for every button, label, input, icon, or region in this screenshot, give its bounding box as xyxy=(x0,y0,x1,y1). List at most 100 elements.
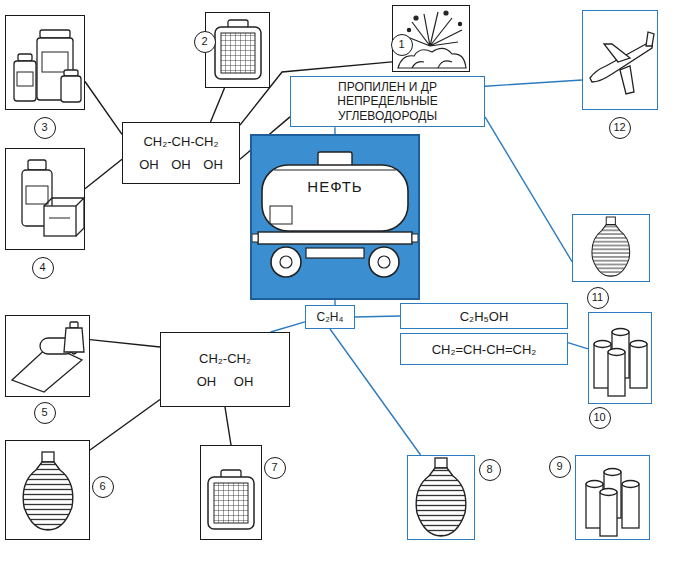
airplane-picture xyxy=(620,66,634,94)
bottles-picture xyxy=(14,61,36,101)
picture-box: 8 xyxy=(407,455,475,540)
medicine-picture xyxy=(44,198,84,236)
medicine-picture xyxy=(49,218,70,219)
connector-line xyxy=(568,343,588,349)
bottles-picture xyxy=(42,52,68,72)
callout-number: 11 xyxy=(587,287,609,309)
connector-line xyxy=(355,316,400,317)
medicine-picture xyxy=(44,206,76,236)
tank-car-picture xyxy=(412,234,418,242)
explosion-picture xyxy=(444,11,448,15)
picture-box: 1 xyxy=(392,5,470,72)
connector-line xyxy=(211,88,225,122)
formula-box: CH₂-CH₂ OH OH xyxy=(160,332,290,407)
callout-number: 2 xyxy=(194,31,216,53)
picture-box: 9 xyxy=(575,455,650,540)
picture-box: 10 xyxy=(588,312,652,404)
explosion-picture xyxy=(405,12,462,46)
tank-car-picture xyxy=(250,134,420,300)
tank-car-picture xyxy=(369,247,399,277)
callout-number: 7 xyxy=(264,457,286,479)
jug-picture xyxy=(592,217,630,276)
callout-number: 4 xyxy=(32,257,54,279)
connector-line xyxy=(225,407,231,445)
airplane-picture xyxy=(604,44,630,62)
picture-box: 3 xyxy=(5,15,85,110)
cylinders-picture xyxy=(586,469,639,537)
explosion-picture xyxy=(458,22,461,25)
compound-box: ПРОПИЛЕН И ДР НЕПРЕДЕЛЬНЫЕ УГЛЕВОДОРОДЫ xyxy=(290,76,485,127)
bottles-picture xyxy=(17,72,33,86)
connector-line xyxy=(485,117,572,262)
connector-line xyxy=(271,322,306,332)
connector-line xyxy=(85,159,122,189)
formula-box: CH₂-CH-CH₂ OH OH OH xyxy=(122,122,240,184)
formula-text: C₂H₅OH xyxy=(460,309,509,324)
connector-line xyxy=(90,400,160,451)
callout-number: 9 xyxy=(549,456,571,478)
connector-line xyxy=(90,340,160,347)
picture-box: 6 xyxy=(5,440,90,540)
callout-number: 3 xyxy=(34,117,56,139)
formula-box: C₂H₅OH xyxy=(400,303,568,329)
jug-picture xyxy=(23,452,73,530)
oil-tank-box: НЕФТЬ xyxy=(250,134,420,300)
bottles-picture xyxy=(40,30,70,38)
formula-text: CH₂-CH₂ xyxy=(199,351,251,366)
callout-number: 8 xyxy=(479,459,501,481)
tank-car-picture xyxy=(274,170,396,171)
tank-car-picture xyxy=(258,232,412,244)
bottles-picture xyxy=(61,76,81,102)
bottles-picture xyxy=(14,30,81,102)
callout-number: 12 xyxy=(609,117,631,139)
medicine-picture xyxy=(26,186,48,204)
formula-text: CH₂-CH-CH₂ xyxy=(143,134,218,149)
picture-box: 7 xyxy=(200,445,262,540)
formula-text: C₂H₄ xyxy=(317,310,344,324)
medicine-picture xyxy=(22,160,84,236)
formula-text: OH OH xyxy=(197,374,254,389)
picture-box: 4 xyxy=(5,148,85,250)
callout-number: 10 xyxy=(589,407,611,429)
explosion-picture xyxy=(412,61,452,68)
airplane-picture xyxy=(590,32,654,94)
airplane-picture xyxy=(646,32,654,46)
medicine-picture xyxy=(28,160,46,170)
picture-box: 11 xyxy=(572,214,650,282)
connector-line xyxy=(485,80,582,86)
callout-number: 5 xyxy=(34,402,56,424)
explosion-picture xyxy=(414,16,418,20)
tank-car-picture xyxy=(280,256,292,268)
callout-number: 1 xyxy=(391,34,413,56)
tank-car-picture xyxy=(252,234,258,242)
film-roll-picture xyxy=(12,322,84,392)
tank-car-picture xyxy=(271,247,301,277)
explosion-picture xyxy=(407,28,410,31)
formula-box: CH₂=CH-CH=CH₂ xyxy=(400,333,568,365)
tank-car-picture xyxy=(262,165,408,231)
tank-car-picture xyxy=(306,248,364,258)
bottles-picture xyxy=(64,70,78,76)
tank-car-picture xyxy=(270,206,292,224)
picture-box: 2 xyxy=(205,12,270,88)
film-roll-picture xyxy=(70,322,78,328)
compound-name: ПРОПИЛЕН И ДР НЕПРЕДЕЛЬНЫЕ УГЛЕВОДОРОДЫ xyxy=(324,80,452,123)
connector-line xyxy=(334,127,336,134)
picture-box: 5 xyxy=(5,315,90,397)
formula-text: CH₂=CH-CH=CH₂ xyxy=(432,342,537,357)
cylinders-picture xyxy=(594,329,647,397)
picture-box: 12 xyxy=(582,10,658,110)
jug-picture xyxy=(416,458,466,536)
oil-label: НЕФТЬ xyxy=(304,178,365,195)
bottles-picture xyxy=(18,54,32,61)
filter-picture xyxy=(208,470,254,529)
tank-car-picture xyxy=(250,134,420,300)
callout-number: 6 xyxy=(92,476,114,498)
formula-box: C₂H₄ xyxy=(305,305,355,329)
tank-car-picture xyxy=(378,256,390,268)
filter-picture xyxy=(215,20,261,79)
connector-line xyxy=(85,82,122,135)
formula-text: OH OH OH xyxy=(139,157,223,172)
film-roll-picture xyxy=(64,328,84,352)
